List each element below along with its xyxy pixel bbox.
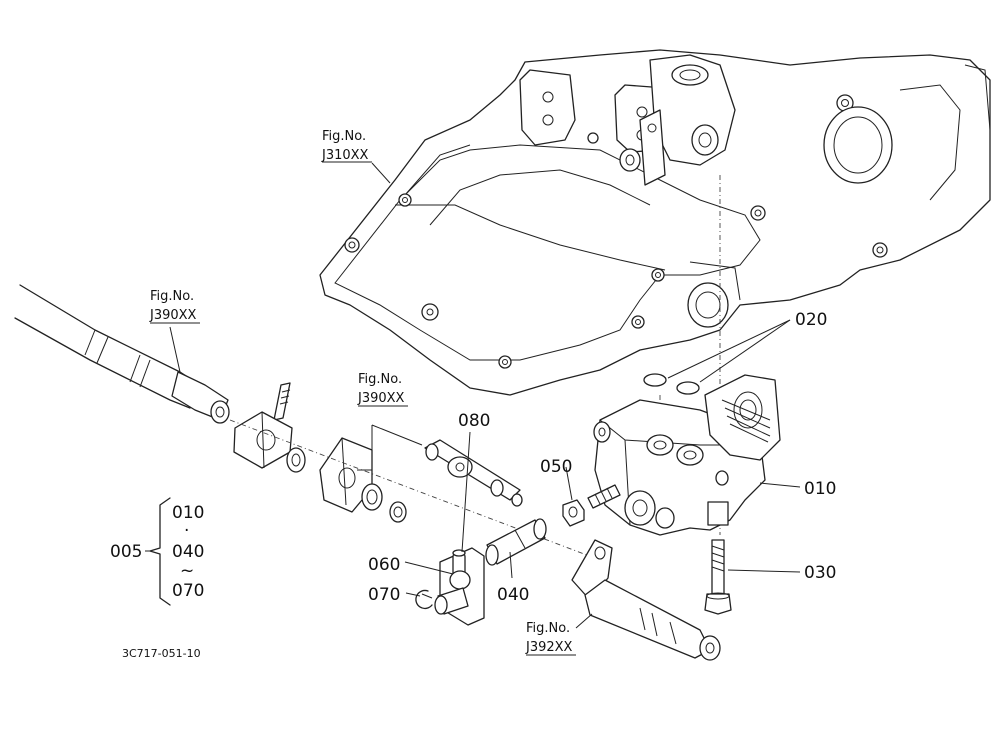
fig-ref-j390a-line1: Fig.No. [150, 289, 194, 304]
assembly-range-start: 010 [172, 503, 204, 523]
pin-040 [485, 518, 547, 566]
fig-ref-j390b-line1: Fig.No. [358, 372, 402, 387]
part-label-060: 060 [368, 555, 400, 575]
part-label-040: 040 [497, 585, 529, 605]
part-label-030: 030 [804, 563, 836, 583]
washer-left [286, 447, 306, 473]
part-label-020: 020 [795, 310, 827, 330]
fig-ref-j310-line2: J310XX [321, 148, 369, 163]
left-shaft [14, 284, 230, 424]
washer-mid [361, 483, 383, 511]
fig-ref-j310-line1: Fig.No. [322, 129, 366, 144]
assembly-bracket [145, 497, 171, 606]
leader-lines [169, 162, 801, 629]
assembly-label: 005 [110, 542, 142, 562]
part-label-080: 080 [458, 411, 490, 431]
o-ring-020-a [643, 373, 667, 387]
assembly-dot: · [184, 521, 189, 541]
bolt-030 [704, 539, 732, 615]
fig-ref-j392-line2: J392XX [525, 640, 573, 655]
assembly-range-end: 070 [172, 581, 204, 601]
valve-assembly-010 [593, 374, 781, 536]
transmission-housing [319, 49, 991, 396]
e-clip-070 [415, 589, 433, 610]
part-label-050: 050 [540, 457, 572, 477]
fig-ref-j390b-line2: J390XX [357, 391, 405, 406]
nut-050 [562, 499, 585, 527]
drawing-code: 3C717-051-10 [122, 647, 201, 660]
rod-080 [424, 439, 523, 507]
adjust-screw [587, 484, 621, 509]
o-ring-020-b [676, 381, 700, 395]
assembly-range-mid: 040 [172, 542, 204, 562]
pin [273, 382, 291, 421]
assembly-tilde: ~ [180, 561, 194, 581]
part-label-070: 070 [368, 585, 400, 605]
part-label-010: 010 [804, 479, 836, 499]
right-shaft [571, 539, 721, 661]
fig-ref-j390a-line2: J390XX [149, 308, 197, 323]
clip-left [389, 501, 407, 523]
link-060 [434, 547, 485, 626]
fig-ref-j392-line1: Fig.No. [526, 621, 570, 636]
